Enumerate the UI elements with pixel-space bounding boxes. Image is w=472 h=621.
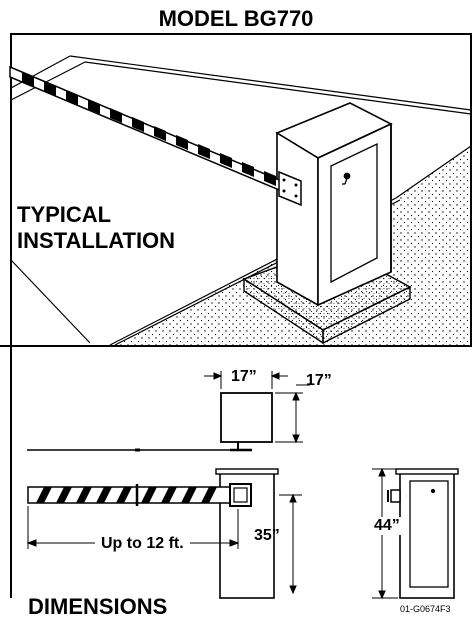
barrier-arm-perspective [9, 65, 302, 207]
cabinet-height-dimension: 44” [370, 517, 404, 535]
dimensions-label: DIMENSIONS [28, 594, 168, 619]
front-view [372, 467, 459, 600]
keyhole-icon [430, 488, 436, 494]
cabinet-top-view [220, 392, 273, 443]
gate-cabinet [275, 102, 393, 307]
cabinet-width-dimension: 17” [231, 368, 257, 385]
drawing-code: 01-G0674F3 [400, 604, 451, 614]
side-view [26, 468, 302, 599]
keyhole-icon [343, 172, 351, 180]
arm-length-dimension: Up to 12 ft. [95, 535, 190, 553]
cabinet-door-panel [330, 142, 378, 284]
cabinet-depth-dimension: 17” [306, 372, 332, 389]
dimensions-drawing [26, 371, 459, 600]
arm-height-dimension: 35” [254, 527, 280, 544]
installation-label-line1: TYPICAL [17, 202, 112, 227]
installation-label-line2: INSTALLATION [17, 228, 176, 253]
top-view [27, 371, 310, 452]
arm-hub [229, 483, 252, 507]
drawing-title: MODEL BG770 [158, 6, 314, 31]
cabinet-left-side [276, 131, 319, 307]
curb-lines [10, 55, 472, 346]
installation-scene [9, 55, 472, 346]
